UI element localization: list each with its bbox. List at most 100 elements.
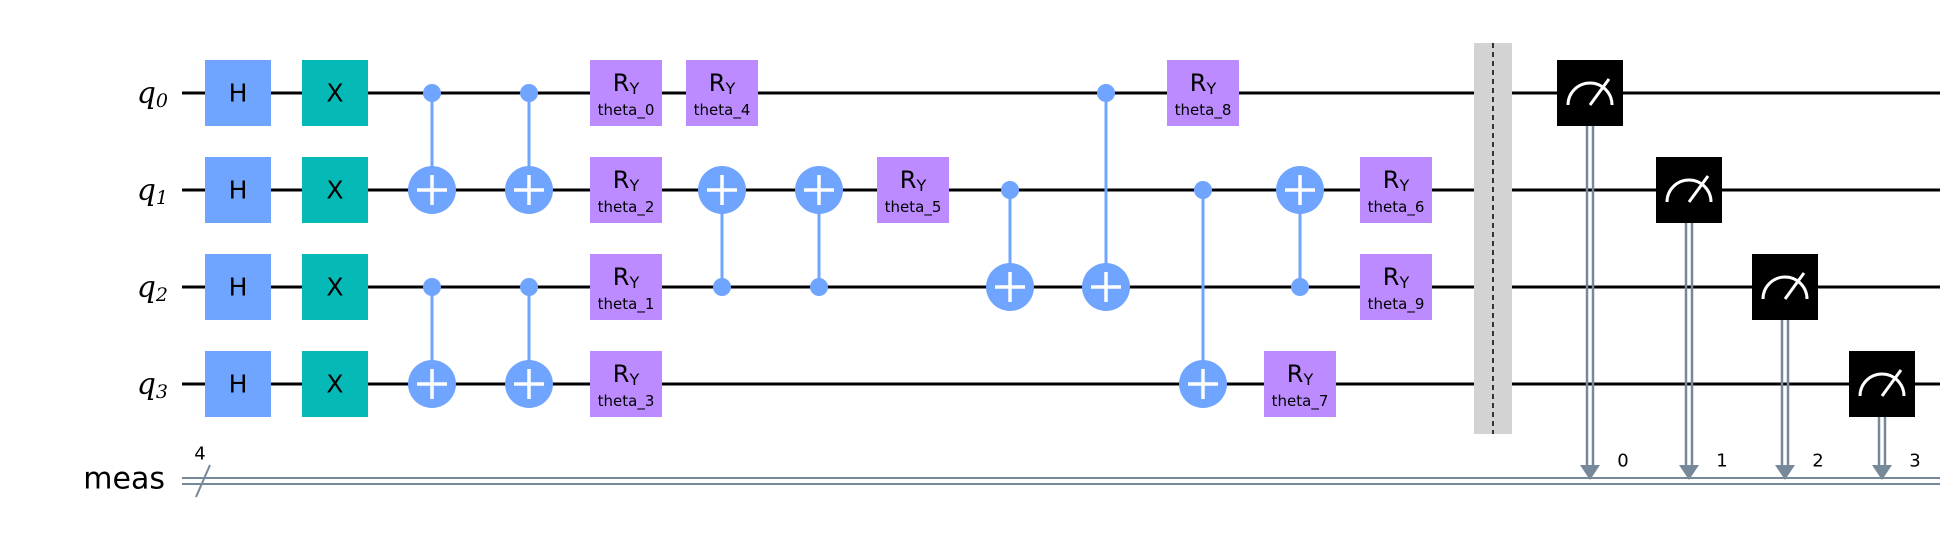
ry-gate-theta_5[interactable]: [877, 157, 949, 223]
measure-bit-index: 0: [1617, 451, 1628, 472]
x-gate-label: X: [326, 273, 343, 302]
qubit-index: 3: [156, 381, 168, 403]
ry-gate-param: theta_3: [598, 392, 655, 411]
ry-gate-theta_9[interactable]: [1360, 254, 1432, 320]
measure-arrow: [1679, 465, 1699, 480]
x-gate-label: X: [326, 370, 343, 399]
circuit-gates: HHHHXXXXRYtheta_0RYtheta_2RYtheta_1RYthe…: [205, 43, 1921, 480]
measure-bit-index: 2: [1812, 451, 1823, 472]
x-gate-q1[interactable]: [302, 157, 368, 223]
ry-subscript: Y: [1398, 176, 1409, 195]
ry-gate-label: RY: [1287, 360, 1314, 389]
qubit-letter: q: [137, 173, 156, 208]
meter-icon: [1761, 275, 1809, 300]
ry-gate-param: theta_8: [1175, 101, 1232, 120]
measure-gate-q3[interactable]: [1849, 351, 1915, 417]
cx-control-dot[interactable]: [713, 278, 731, 296]
h-gate-q3[interactable]: [205, 351, 271, 417]
measure-gate-q1[interactable]: [1656, 157, 1722, 223]
ry-letter: R: [1287, 360, 1304, 388]
cx-control-dot[interactable]: [1291, 278, 1309, 296]
ry-gate-param: theta_6: [1368, 198, 1425, 217]
qubit-letter: q: [137, 270, 156, 305]
cx-control-dot[interactable]: [520, 278, 538, 296]
ry-gate-theta_3[interactable]: [590, 351, 662, 417]
measure-arrow: [1872, 465, 1892, 480]
ry-subscript: Y: [628, 273, 639, 292]
qubit-letter: q: [137, 367, 156, 402]
qubit-index: 0: [156, 90, 168, 112]
meter-icon: [1566, 81, 1614, 106]
register-size: 4: [194, 444, 205, 465]
ry-subscript: Y: [724, 79, 735, 98]
register-size-slash: [195, 464, 211, 498]
ry-subscript: Y: [1398, 273, 1409, 292]
x-gate-q3[interactable]: [302, 351, 368, 417]
qubit-label-0: q0: [137, 76, 168, 113]
ry-gate-label: RY: [1383, 166, 1410, 195]
ry-letter: R: [613, 360, 630, 388]
cx-control-dot[interactable]: [520, 84, 538, 102]
ry-gate-param: theta_0: [598, 101, 655, 120]
h-gate-q0[interactable]: [205, 60, 271, 126]
ry-letter: R: [613, 166, 630, 194]
x-gate-q0[interactable]: [302, 60, 368, 126]
ry-gate-theta_2[interactable]: [590, 157, 662, 223]
measure-arrow: [1580, 465, 1600, 480]
ry-gate-label: RY: [613, 69, 640, 98]
qubit-label-2: q2: [137, 270, 168, 307]
ry-subscript: Y: [1302, 370, 1313, 389]
classical-register-label: meas: [83, 462, 165, 497]
ry-subscript: Y: [628, 79, 639, 98]
qubit-index: 1: [156, 187, 168, 209]
measure-arrow: [1775, 465, 1795, 480]
meter-needle-icon: [1588, 78, 1611, 106]
ry-gate-label: RY: [1383, 263, 1410, 292]
cx-control-dot[interactable]: [423, 278, 441, 296]
ry-gate-param: theta_1: [598, 295, 655, 314]
ry-subscript: Y: [628, 176, 639, 195]
ry-letter: R: [1383, 166, 1400, 194]
h-gate-label: H: [229, 370, 248, 399]
ry-gate-theta_1[interactable]: [590, 254, 662, 320]
qubit-letter: q: [137, 76, 156, 111]
ry-subscript: Y: [628, 370, 639, 389]
cx-control-dot[interactable]: [1194, 181, 1212, 199]
ry-subscript: Y: [1205, 79, 1216, 98]
measure-gate-q2[interactable]: [1752, 254, 1818, 320]
measure-gate-q0[interactable]: [1557, 60, 1623, 126]
ry-letter: R: [900, 166, 917, 194]
ry-gate-theta_6[interactable]: [1360, 157, 1432, 223]
ry-gate-theta_4[interactable]: [686, 60, 758, 126]
h-gate-q2[interactable]: [205, 254, 271, 320]
ry-gate-param: theta_2: [598, 198, 655, 217]
ry-gate-label: RY: [900, 166, 927, 195]
ry-gate-theta_7[interactable]: [1264, 351, 1336, 417]
h-gate-q1[interactable]: [205, 157, 271, 223]
ry-gate-param: theta_7: [1272, 392, 1329, 411]
ry-gate-theta_0[interactable]: [590, 60, 662, 126]
ry-gate-label: RY: [613, 263, 640, 292]
cx-control-dot[interactable]: [1001, 181, 1019, 199]
ry-letter: R: [613, 263, 630, 291]
x-gate-q2[interactable]: [302, 254, 368, 320]
x-gate-label: X: [326, 79, 343, 108]
meter-needle-icon: [1783, 272, 1806, 300]
meter-icon: [1665, 178, 1713, 203]
h-gate-label: H: [229, 273, 248, 302]
qubit-label-1: q1: [137, 173, 168, 210]
ry-letter: R: [1190, 69, 1207, 97]
cx-control-dot[interactable]: [810, 278, 828, 296]
qubit-index: 2: [155, 284, 168, 306]
ry-gate-label: RY: [613, 166, 640, 195]
ry-gate-theta_8[interactable]: [1167, 60, 1239, 126]
cx-control-dot[interactable]: [423, 84, 441, 102]
h-gate-label: H: [229, 176, 248, 205]
measure-bit-index: 3: [1909, 451, 1920, 472]
ry-gate-param: theta_5: [885, 198, 942, 217]
qubit-label-3: q3: [137, 367, 168, 404]
cx-control-dot[interactable]: [1097, 84, 1115, 102]
ry-gate-param: theta_4: [694, 101, 751, 120]
